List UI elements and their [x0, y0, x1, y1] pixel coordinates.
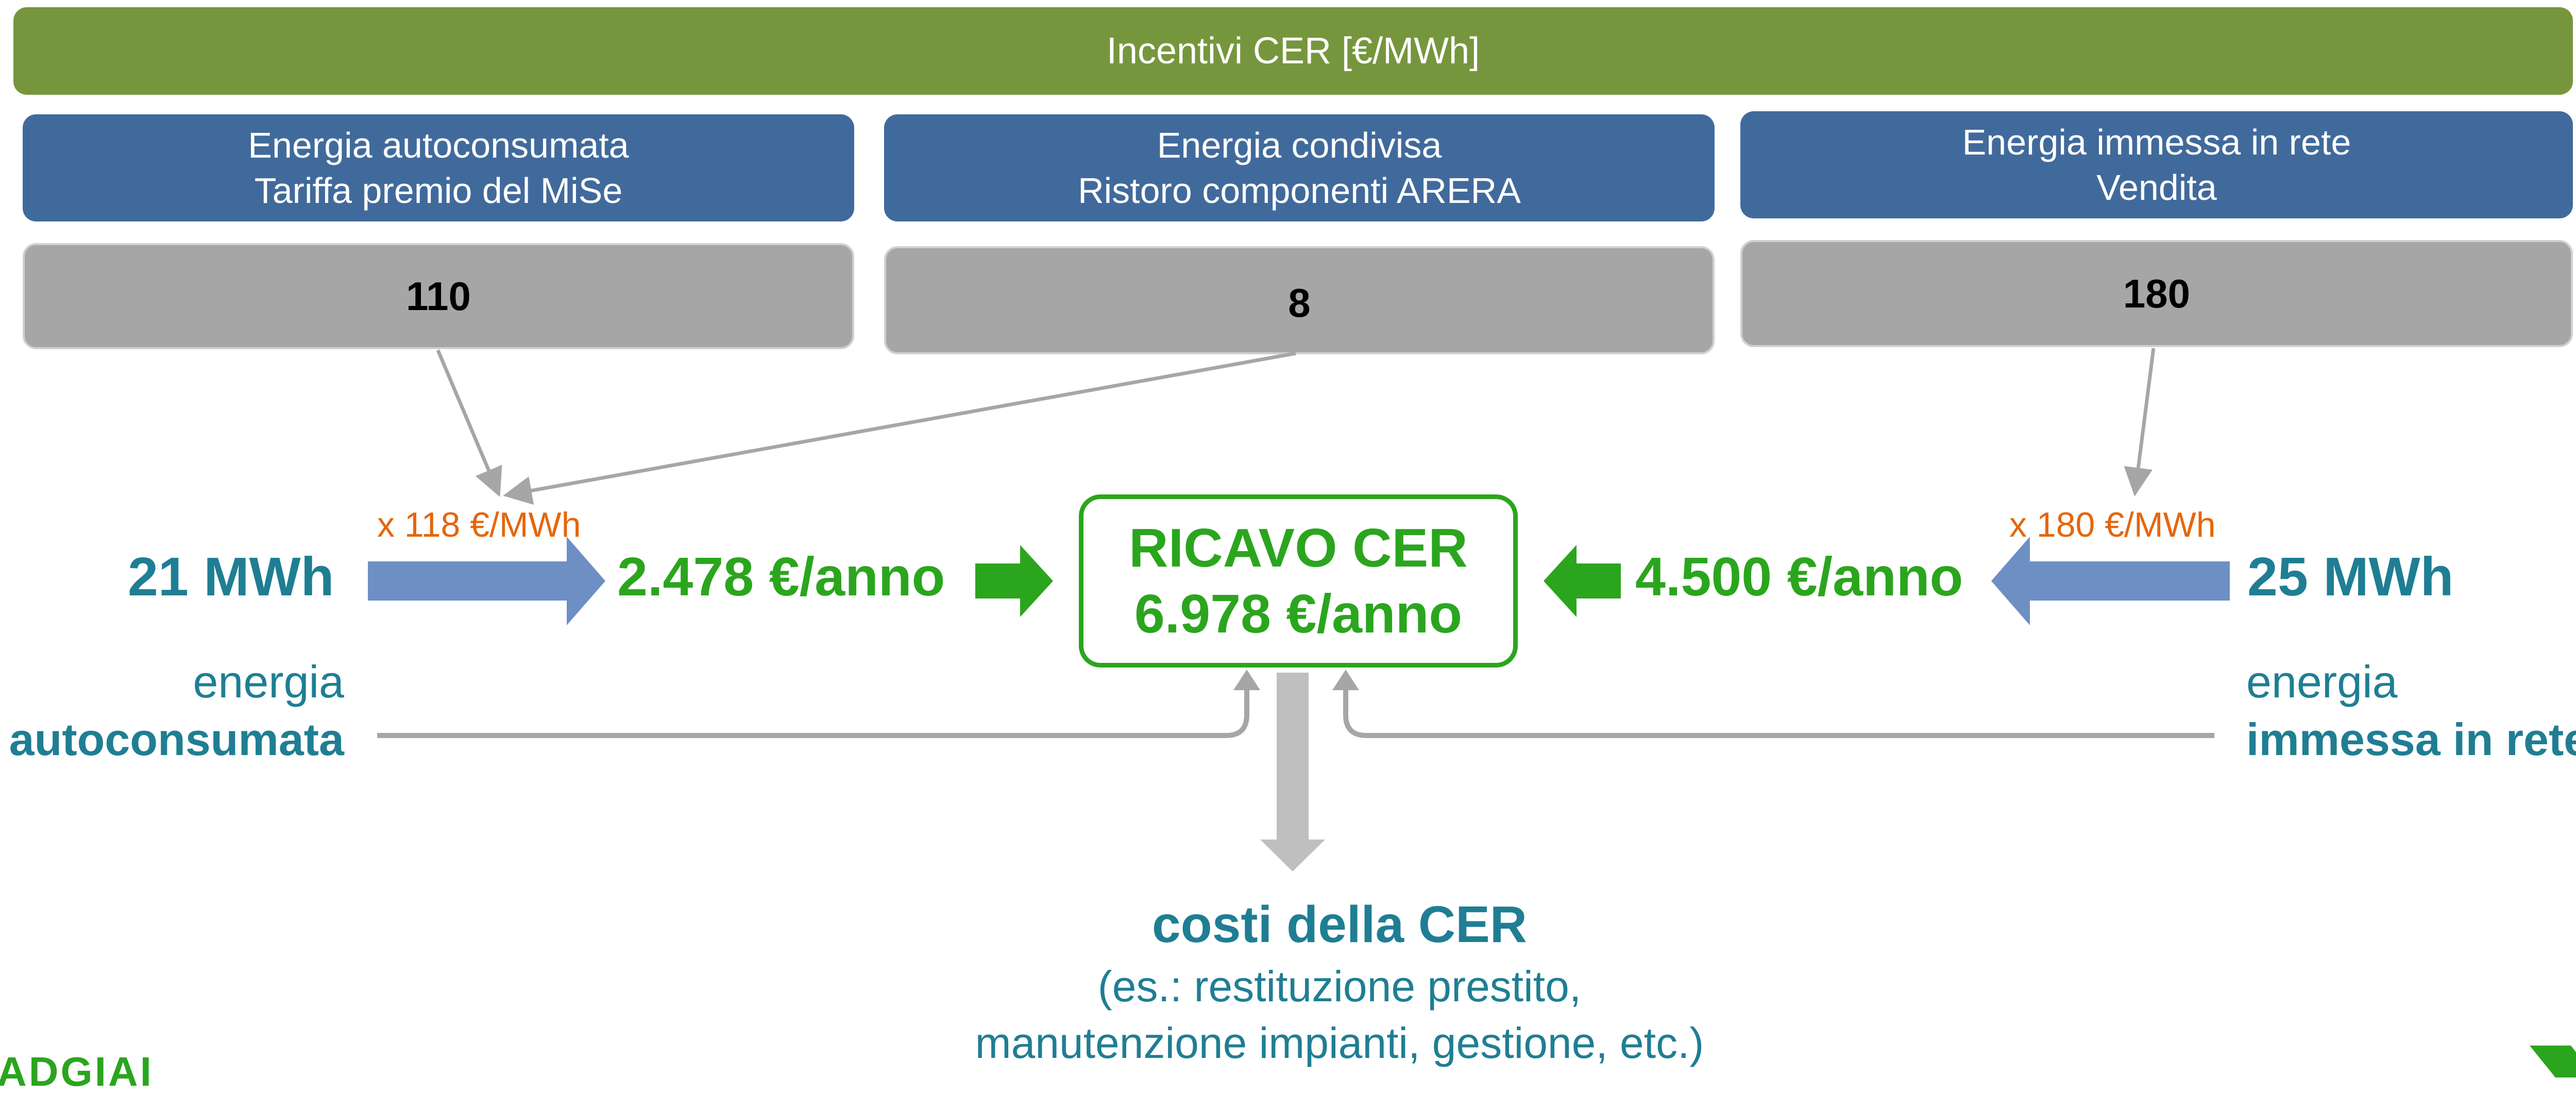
value-condivisa: 8 [1288, 280, 1311, 326]
connector-110-to-rate [436, 349, 502, 497]
header-line2: Tariffa premio del MiSe [254, 170, 623, 211]
costs-line1: (es.: restituzione prestito, [1097, 962, 1582, 1011]
corner-logo-mark [2530, 1046, 2576, 1077]
right-energy-value: 25 MWh [2247, 546, 2454, 607]
right-feedback-line [1343, 679, 2214, 738]
value-autoconsumata: 110 [406, 273, 471, 319]
right-revenue-value: 4.500 €/anno [1635, 546, 1963, 607]
header-line1: Energia autoconsumata [248, 125, 629, 165]
right-label-line1: energia [2246, 656, 2398, 707]
header-condivisa: Energia condivisa Ristoro componenti ARE… [884, 114, 1715, 221]
connector-180-to-rate [2124, 348, 2156, 497]
header-line2: Vendita [2096, 167, 2217, 208]
left-label-line2: autoconsumata [9, 714, 344, 765]
value-immessa: 180 [2123, 270, 2191, 316]
left-revenue-arrow [975, 545, 1053, 617]
right-revenue-arrow [1544, 545, 1621, 617]
left-energy-label: energia autoconsumata [9, 653, 344, 768]
right-feedback-arrowhead [1332, 670, 1359, 690]
value-box-autoconsumata: 110 [23, 243, 854, 349]
left-feedback-line [377, 679, 1249, 738]
right-energy-arrow [1991, 537, 2230, 625]
left-feedback-arrowhead [1233, 670, 1260, 690]
header-line1: Energia immessa in rete [1962, 122, 2351, 162]
right-label-line2: immessa in rete [2246, 714, 2576, 765]
banner-title: Incentivi CER [€/MWh] [1106, 30, 1480, 72]
right-energy-label: energia immessa in rete [2246, 653, 2576, 768]
left-rate-label: x 118 €/MWh [377, 505, 581, 544]
header-immessa: Energia immessa in rete Vendita [1740, 111, 2573, 218]
header-autoconsumata: Energia autoconsumata Tariffa premio del… [23, 114, 854, 221]
value-box-immessa: 180 [1740, 240, 2573, 347]
costs-down-arrow [1260, 673, 1325, 871]
result-amount: 6.978 €/anno [1134, 584, 1463, 644]
left-revenue-value: 2.478 €/anno [617, 546, 945, 607]
company-logo: ADGIAI [0, 1049, 154, 1094]
costs-section: costi della CER (es.: restituzione prest… [773, 891, 1906, 1071]
result-title: RICAVO CER [1129, 518, 1468, 578]
left-label-line1: energia [193, 656, 344, 707]
revenue-result-box: RICAVO CER 6.978 €/anno [1079, 494, 1518, 668]
costs-line2: manutenzione impianti, gestione, etc.) [975, 1019, 1704, 1067]
header-line2: Ristoro componenti ARERA [1078, 170, 1521, 211]
costs-title: costi della CER [1152, 896, 1527, 953]
right-rate-label: x 180 €/MWh [2009, 505, 2216, 544]
incentives-banner: Incentivi CER [€/MWh] [13, 7, 2573, 95]
value-box-condivisa: 8 [884, 246, 1715, 354]
connector-8-to-rate [503, 351, 1296, 505]
header-line1: Energia condivisa [1157, 125, 1442, 165]
left-energy-value: 21 MWh [128, 546, 334, 607]
left-energy-arrow [368, 537, 605, 625]
